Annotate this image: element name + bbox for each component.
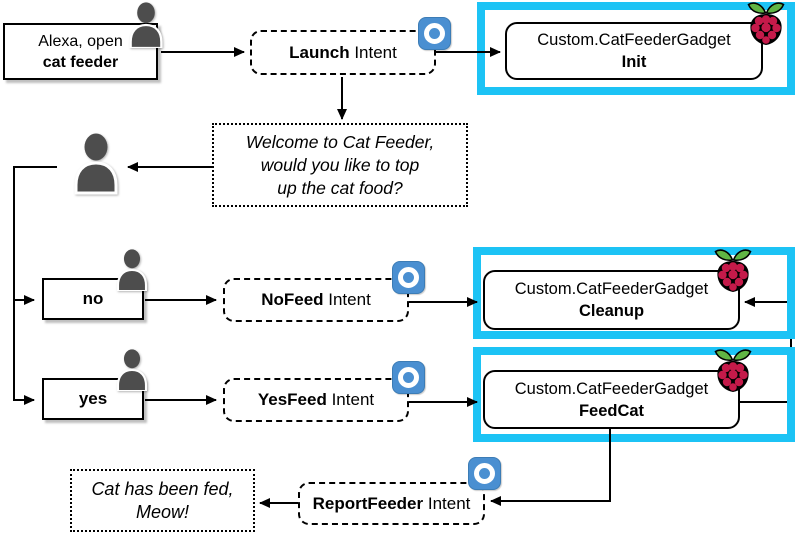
person-icon [116, 349, 148, 391]
person-icon [116, 249, 148, 291]
alexa-icon [392, 261, 425, 294]
no-label: no [82, 289, 104, 308]
catfed-line2: Meow! [135, 501, 189, 522]
init-highlight-frame [477, 2, 795, 95]
node-reportfeeder-intent: ReportFeeder Intent [298, 482, 485, 525]
init-line1: Custom.CatFeederGadget [537, 31, 731, 49]
node-welcome-speech: Welcome to Cat Feeder, would you like to… [212, 123, 468, 207]
node-nofeed-intent: NoFeed Intent [223, 278, 409, 322]
node-launch-intent: Launch Intent [250, 30, 436, 75]
cleanup-highlight-frame [473, 247, 795, 339]
raspberry-pi-icon [747, 2, 785, 45]
cleanup-line2: Cleanup [578, 302, 645, 320]
raspberry-pi-icon [714, 349, 752, 392]
welcome-line2: would you like to top [260, 154, 420, 175]
node-utterance-open: Alexa, open cat feeder [3, 23, 158, 80]
raspberry-pi-icon [714, 249, 752, 292]
nofeed-intent-label: NoFeed Intent [261, 290, 371, 309]
utterance-line1: Alexa, open [38, 32, 123, 50]
node-gadget-init: Custom.CatFeederGadget Init [505, 22, 763, 80]
alexa-ring [474, 463, 495, 484]
person-icon [129, 2, 163, 48]
launch-intent-label: Launch Intent [289, 42, 397, 62]
feedcat-line1: Custom.CatFeederGadget [514, 379, 709, 398]
alexa-icon [468, 457, 501, 490]
person-icon [74, 133, 118, 195]
alexa-icon [392, 361, 425, 394]
yesfeed-intent-label: YesFeed Intent [257, 390, 375, 409]
alexa-icon [418, 17, 451, 50]
alexa-ring [398, 367, 419, 388]
node-yesfeed-intent: YesFeed Intent [223, 378, 409, 422]
alexa-ring [398, 267, 419, 288]
welcome-line1: Welcome to Cat Feeder, [245, 131, 435, 152]
node-gadget-cleanup: Custom.CatFeederGadget Cleanup [483, 270, 740, 330]
feedcat-line2: FeedCat [578, 401, 645, 420]
utterance-line2: cat feeder [42, 53, 119, 71]
yes-label: yes [78, 389, 108, 408]
catfed-line1: Cat has been fed, [91, 478, 234, 499]
welcome-line3: up the cat food? [277, 177, 403, 198]
cleanup-line1: Custom.CatFeederGadget [514, 280, 709, 298]
node-catfed-speech: Cat has been fed, Meow! [70, 469, 255, 532]
init-line2: Init [621, 53, 647, 71]
alexa-ring [424, 23, 445, 44]
reportfeeder-intent-label: ReportFeeder Intent [312, 493, 471, 513]
node-gadget-feedcat: Custom.CatFeederGadget FeedCat [483, 370, 740, 429]
